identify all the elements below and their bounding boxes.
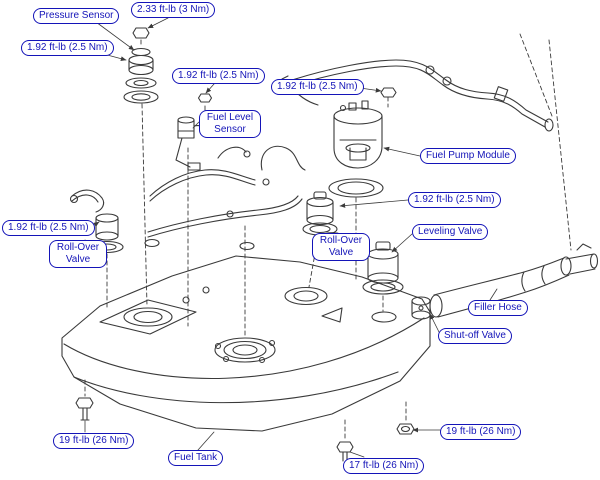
vent-hose-drawing [281, 59, 554, 132]
roll-over-valve-left-drawing [69, 189, 124, 254]
fuel-level-sensor-nut-drawing [197, 93, 213, 103]
roll-over-valve-center-drawing [302, 191, 338, 236]
label-leader-lines [84, 17, 498, 458]
filler-hose-drawing [429, 243, 599, 318]
tank-bolt-left-drawing [75, 397, 94, 421]
fuel-tank-drawing [61, 255, 431, 432]
tank-bolt-center-drawing [336, 441, 354, 462]
pressure-sensor-drawing [123, 27, 159, 104]
fuel-pump-module-drawing [328, 87, 397, 198]
fuel-lines-drawing [144, 145, 306, 251]
assembly-guide-lines [84, 33, 572, 441]
tank-nut-right-drawing [396, 423, 415, 435]
leveling-valve-drawing [362, 241, 404, 295]
fuel-level-sensor-drawing [175, 116, 213, 171]
